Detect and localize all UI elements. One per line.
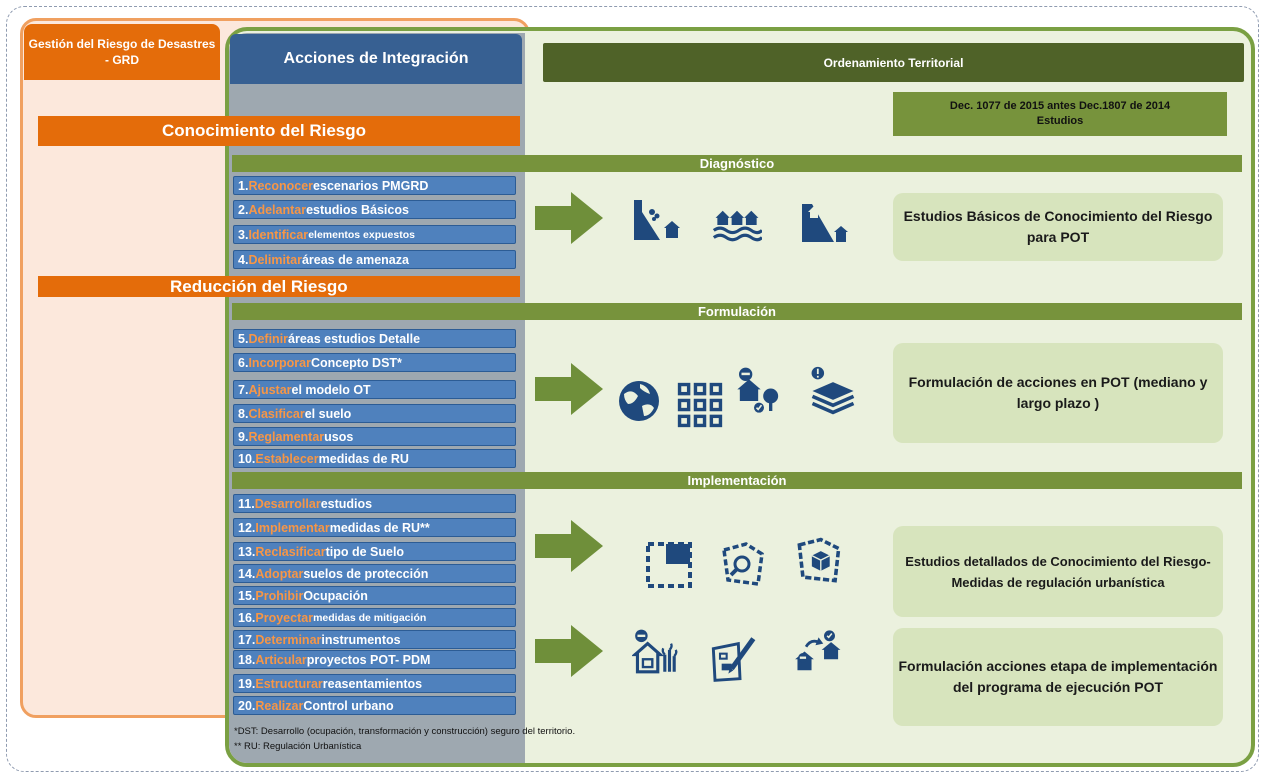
- phase-diagnostico: Diagnóstico: [232, 155, 1242, 172]
- decree-line-1: Dec. 1077 de 2015 antes Dec.1807 de 2014: [949, 100, 1171, 112]
- step-7: 7.Ajustar el modelo OT: [233, 380, 516, 399]
- step-13: 13.Reclasificar tipo de Suelo: [233, 542, 516, 561]
- landslide-house-icon: [634, 200, 680, 240]
- outer-frame: [6, 6, 1259, 772]
- step-2: 2.Adelantar estudios Básicos: [233, 200, 516, 219]
- step-6: 6.Incorporar Concepto DST*: [233, 353, 516, 372]
- step-18: 18.Articular proyectos POT- PDM: [233, 650, 516, 669]
- ordenamiento-header: Ordenamiento Territorial: [543, 43, 1244, 82]
- step-12: 12.Implementar medidas de RU**: [233, 518, 516, 537]
- step-17: 17.Determinar instrumentos: [233, 630, 516, 649]
- globe-icon: [619, 381, 659, 421]
- step-8: 8.Clasificar el suelo: [233, 404, 516, 423]
- step-11: 11.Desarrollar estudios: [233, 494, 516, 513]
- phase-formulacion: Formulación: [232, 303, 1242, 320]
- grd-header: Gestión del Riesgo de Desastres - GRD: [24, 24, 220, 80]
- arrow-formulacion: [535, 363, 603, 415]
- arrow-diagnostico: [535, 192, 603, 244]
- decree-line-2: Estudios: [1036, 115, 1084, 127]
- house-tree-icon: [737, 367, 779, 413]
- step-10: 10.Establecer medidas de RU: [233, 449, 516, 468]
- flood-houses-icon: [712, 210, 762, 242]
- conocimiento-bar: Conocimiento del Riesgo: [38, 116, 520, 146]
- layers-icon: [811, 366, 855, 415]
- grid-icon: [677, 382, 723, 428]
- result-estudios-detallados: Estudios detallados de Conocimiento del …: [893, 526, 1223, 617]
- result-implementacion-pot: Formulación acciones etapa de implementa…: [893, 628, 1223, 726]
- decree-box: Dec. 1077 de 2015 antes Dec.1807 de 2014…: [893, 92, 1227, 136]
- search-map-icon: [722, 542, 764, 586]
- phase-implementacion: Implementación: [232, 472, 1242, 489]
- step-16: 16.Proyectar medidas de mitigación: [233, 608, 516, 627]
- house-plants-icon: [632, 629, 678, 674]
- result-formulacion-pot: Formulación de acciones en POT (mediano …: [893, 343, 1223, 443]
- arrow-implementacion-2: [535, 625, 603, 677]
- map-package-icon: [797, 537, 841, 583]
- reduccion-bar: Reducción del Riesgo: [38, 276, 520, 297]
- step-3: 3.Identificar elementos expuestos: [233, 225, 516, 244]
- step-9: 9.Reglamentar usos: [233, 427, 516, 446]
- step-20: 20. Realizar Control urbano: [233, 696, 516, 715]
- step-19: 19.Estructurar reasentamientos: [233, 674, 516, 693]
- plan-edit-icon: [711, 637, 756, 682]
- relocation-icon: [795, 630, 841, 671]
- step-15: 15.Prohibir Ocupación: [233, 586, 516, 605]
- step-1: 1.Reconocer escenarios PMGRD: [233, 176, 516, 195]
- acciones-header: Acciones de Integración: [230, 34, 522, 84]
- slope-house-icon: [802, 204, 848, 242]
- step-4: 4.Delimitar áreas de amenaza: [233, 250, 516, 269]
- step-5: 5.Definir áreas estudios Detalle: [233, 329, 516, 348]
- result-estudios-basicos: Estudios Básicos de Conocimiento del Rie…: [893, 193, 1223, 261]
- selection-area-icon: [646, 542, 692, 588]
- arrow-implementacion-1: [535, 520, 603, 572]
- footnote-dst: *DST: Desarrollo (ocupación, transformac…: [234, 726, 576, 737]
- footnote-ru: ** RU: Regulación Urbanística: [234, 741, 362, 752]
- step-14: 14.Adoptar suelos de protección: [233, 564, 516, 583]
